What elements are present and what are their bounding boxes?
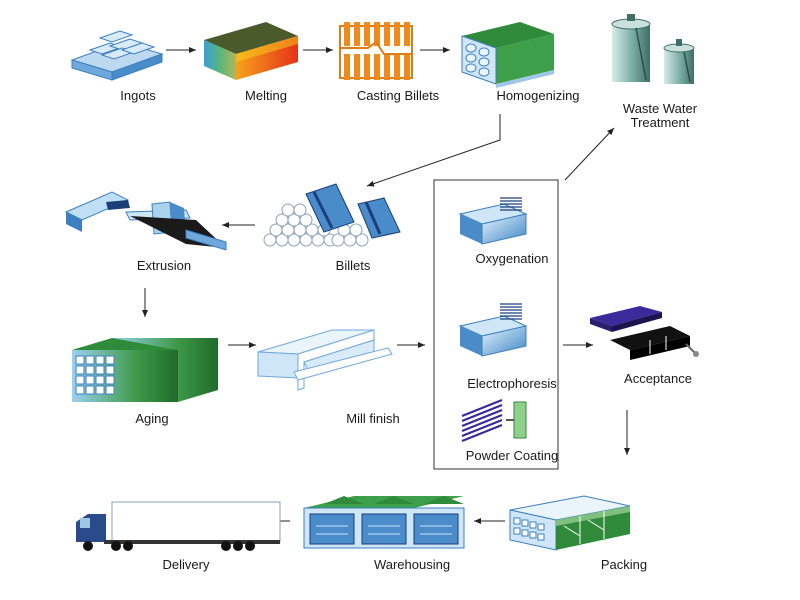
extrusion-press-icon <box>64 191 227 251</box>
acceptance-profiles-icon <box>590 306 699 360</box>
oxygenation-tank-icon <box>458 197 528 245</box>
furnace-icon <box>204 22 298 80</box>
label-waste-water-line1: Waste Water <box>622 101 698 116</box>
packing-bundles-icon <box>509 495 631 551</box>
label-billets: Billets <box>335 258 371 273</box>
label-extrusion: Extrusion <box>136 258 192 273</box>
label-aging: Aging <box>135 411 169 426</box>
warehouse-icon <box>303 496 465 549</box>
label-powder-coating: Powder Coating <box>465 448 559 463</box>
aging-oven-icon <box>72 338 218 402</box>
label-waste-water-line2: Treatment <box>630 115 690 130</box>
label-oxygenation: Oxygenation <box>475 251 549 266</box>
label-acceptance: Acceptance <box>624 371 692 386</box>
label-casting-billets: Casting Billets <box>356 88 440 103</box>
homogenizing-furnace-icon <box>461 22 554 88</box>
billets-stack-icon <box>263 183 401 247</box>
powder-coating-icon <box>461 398 527 443</box>
label-electrophoresis: Electrophoresis <box>467 376 557 391</box>
surface-treatment-group <box>433 179 559 470</box>
arrow-homogenizing-to-billets <box>366 114 501 187</box>
label-ingots: Ingots <box>120 88 156 103</box>
arrow-surface-to-wastewater <box>564 127 615 181</box>
label-mill-finish: Mill finish <box>346 411 400 426</box>
electrophoresis-tank-icon <box>458 303 528 357</box>
delivery-truck-icon <box>76 501 281 551</box>
label-melting: Melting <box>245 88 287 103</box>
label-warehousing: Warehousing <box>373 557 451 572</box>
label-packing: Packing <box>600 557 648 572</box>
ingots-icon <box>70 30 164 81</box>
casting-molds-icon <box>339 22 413 80</box>
mill-finish-profiles-icon <box>257 329 393 391</box>
water-tanks-icon <box>611 14 695 84</box>
label-delivery: Delivery <box>162 557 210 572</box>
label-homogenizing: Homogenizing <box>496 88 580 103</box>
